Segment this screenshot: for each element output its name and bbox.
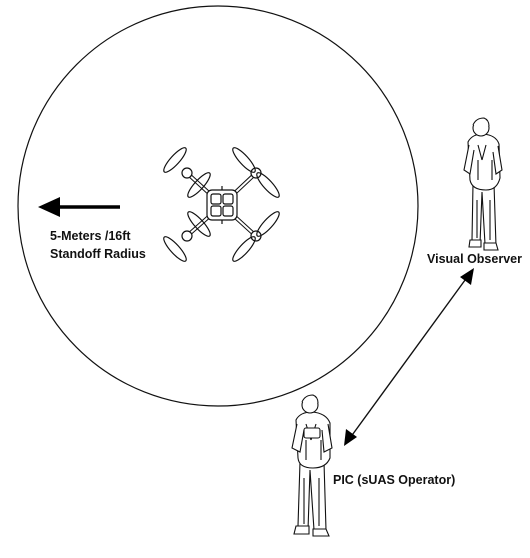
pic-operator-figure xyxy=(291,394,333,537)
radius-label-line-2: Standoff Radius xyxy=(50,247,146,261)
communication-arrow-icon xyxy=(344,268,474,446)
visual-observer-label: Visual Observer xyxy=(427,252,522,266)
drone-icon xyxy=(163,147,280,262)
radius-label-line-1: 5-Meters /16ft xyxy=(50,229,131,243)
standoff-radius-label: 5-Meters /16ft Standoff Radius xyxy=(50,227,146,263)
pic-operator-label: PIC (sUAS Operator) xyxy=(333,473,456,487)
visual-observer-figure xyxy=(463,117,503,251)
radius-arrow-icon xyxy=(38,197,120,217)
standoff-radius-circle xyxy=(17,5,419,407)
